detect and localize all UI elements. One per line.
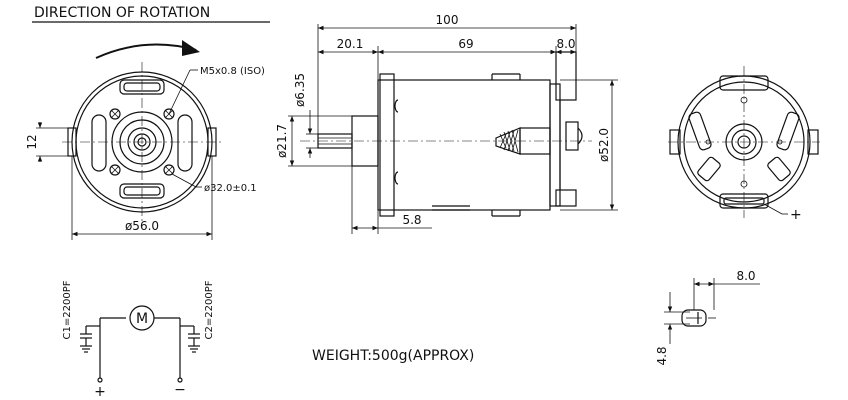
shaft-flat-dim: 12 [25, 134, 39, 149]
plus-terminal-label: + [94, 384, 106, 400]
boss-diameter-dim: ø21.7 [275, 124, 289, 158]
front-view: M5x0.8 (ISO) ø32.0±0.1 12 ø56.0 [25, 40, 265, 240]
side-view: 100 20.1 69 8.0 ø6.35 ø21.7 ø52.0 5.8 [275, 13, 618, 234]
circuit-diagram: M + − C1=2200PF C2=2200PF [62, 280, 215, 400]
terminal-detail: 8.0 4.8 [655, 269, 760, 366]
screw-holes [109, 108, 175, 176]
shaft-length-dim: 20.1 [337, 37, 364, 51]
weight-note: WEIGHT:500g(APPROX) [312, 348, 474, 364]
rotation-arrowhead [182, 40, 200, 56]
terminal-hole-dim: 4.8 [655, 346, 669, 365]
c2-label: C2=2200PF [204, 280, 215, 339]
body-diameter-dim: ø52.0 [597, 128, 611, 162]
minus-terminal-label: − [174, 382, 186, 398]
rear-plus-label: + [790, 207, 802, 223]
rear-view: + [668, 66, 820, 223]
rear-length-dim: 8.0 [556, 37, 575, 51]
overall-length-dim: 100 [436, 13, 459, 27]
title-text: DIRECTION OF ROTATION [34, 5, 210, 21]
terminal-width-dim: 8.0 [736, 269, 755, 283]
thread-note: M5x0.8 (ISO) [200, 66, 265, 77]
boss-length-dim: 5.8 [402, 213, 421, 227]
title-block: DIRECTION OF ROTATION [32, 5, 270, 23]
shaft-diameter-dim: ø6.35 [293, 73, 307, 107]
c1-label: C1=2200PF [62, 280, 73, 339]
body-length-dim: 69 [458, 37, 473, 51]
rotation-arc [95, 43, 197, 59]
diameter-dim: ø56.0 [125, 219, 159, 233]
pcd-note: ø32.0±0.1 [204, 183, 257, 194]
motor-label: M [136, 311, 148, 327]
